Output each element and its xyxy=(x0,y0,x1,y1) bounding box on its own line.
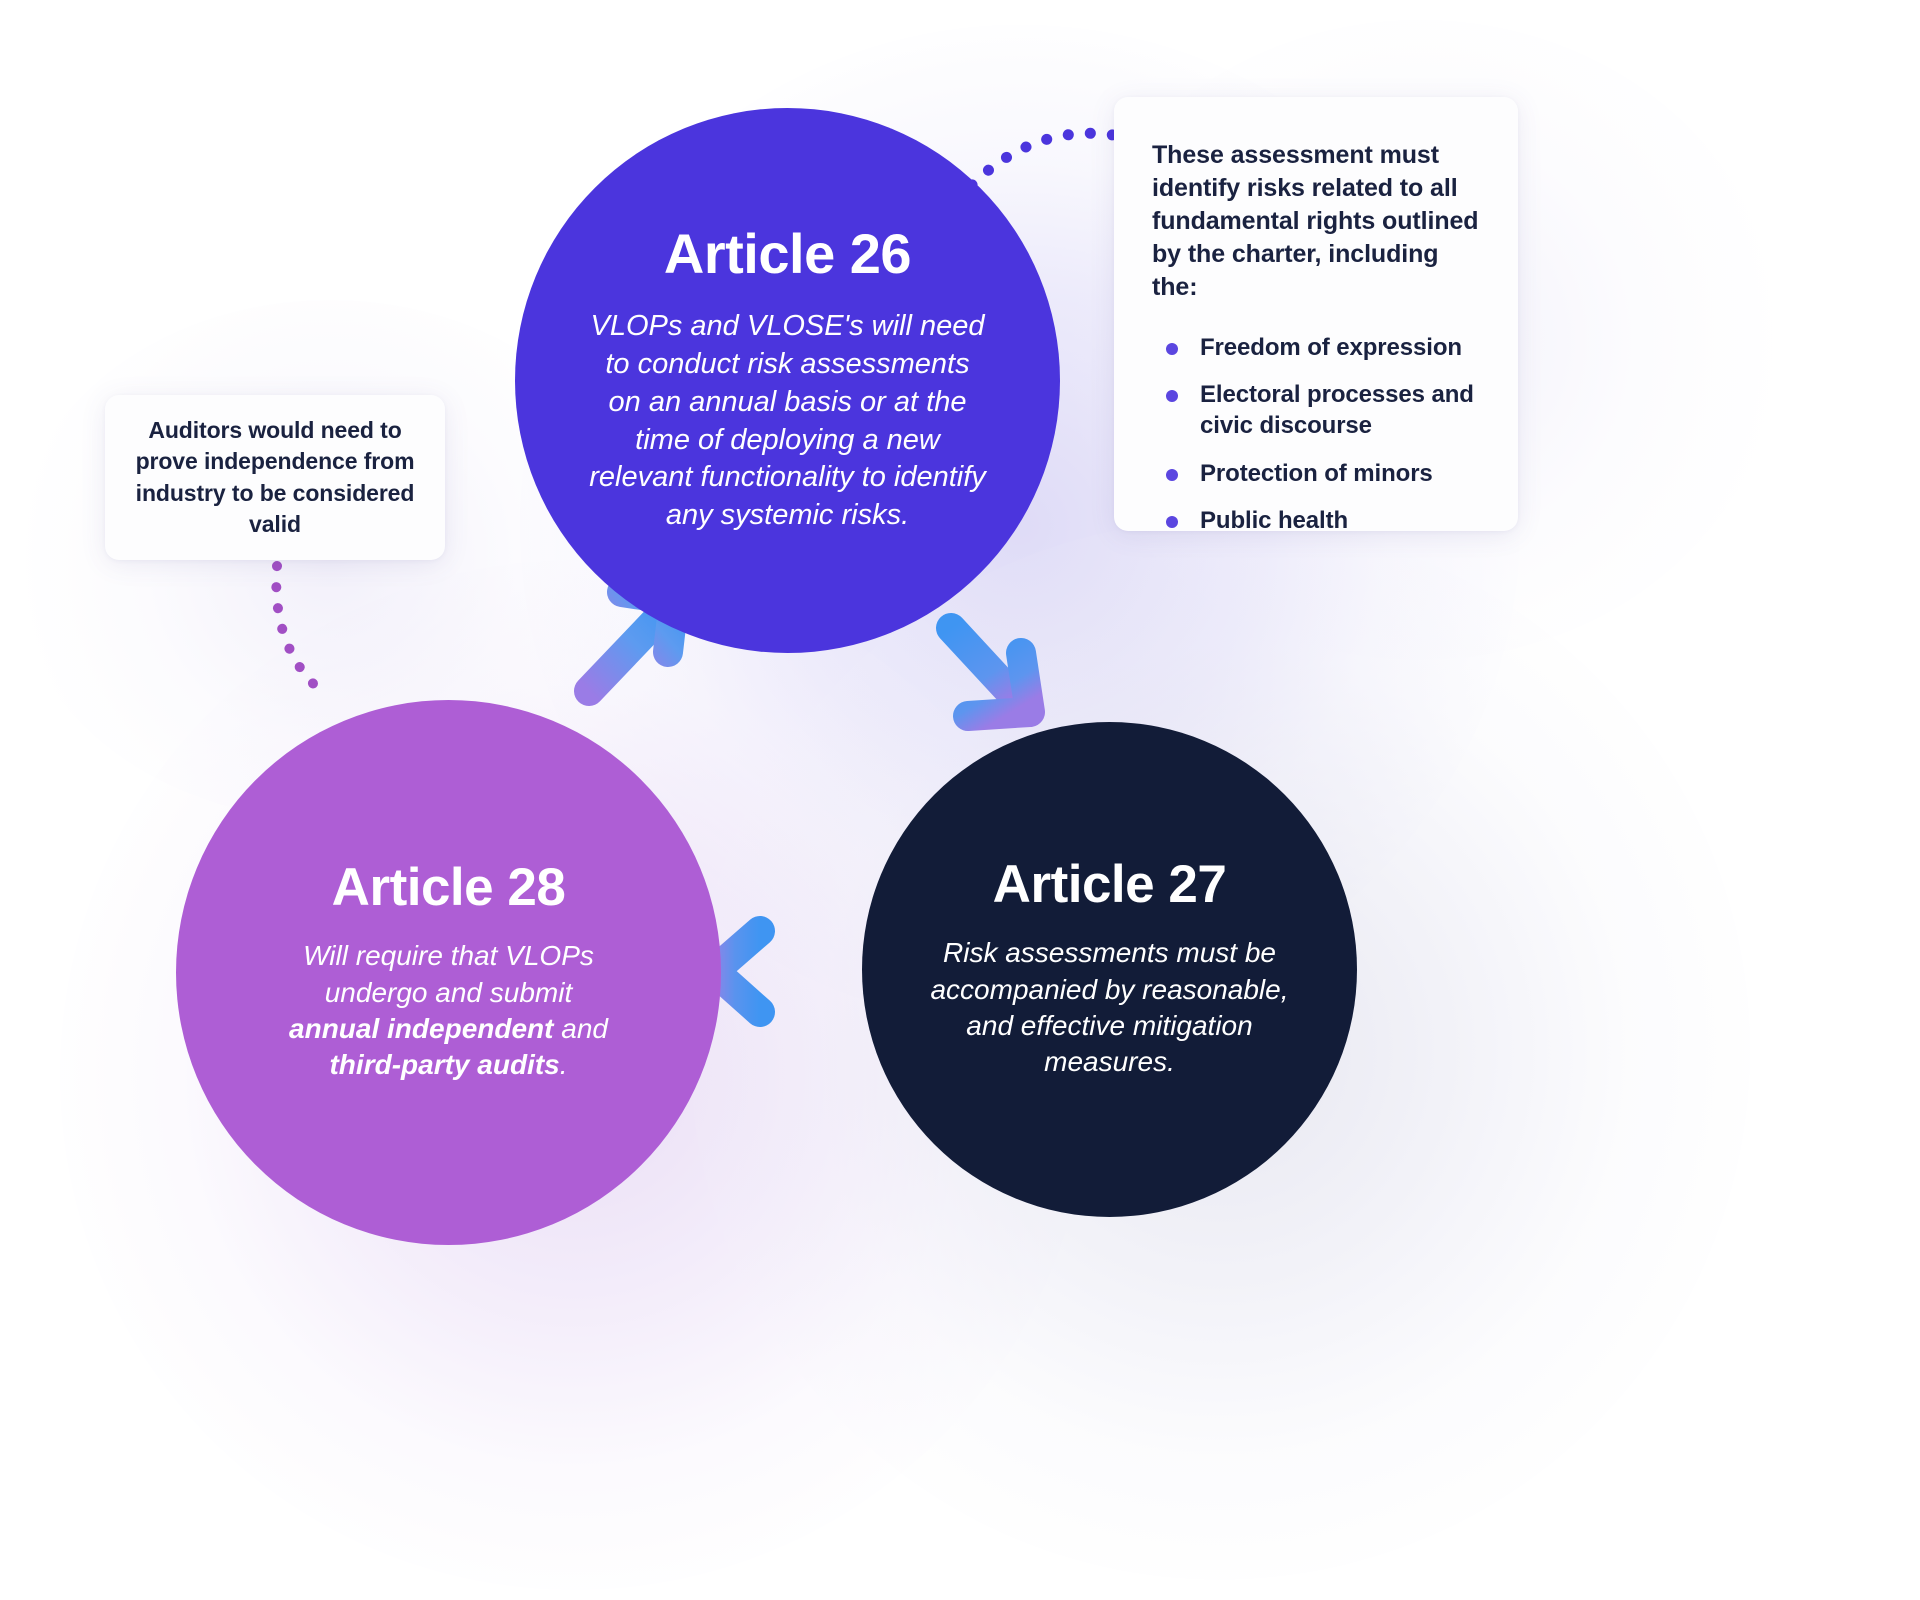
dotted-callout-left-to-28 xyxy=(271,561,327,697)
node-article-26-body: VLOPs and VLOSE's will need to conduct r… xyxy=(589,310,986,531)
bullet-dot-icon xyxy=(1166,468,1178,481)
node-article-28-body-p2: and xyxy=(553,1013,608,1044)
node-article-27-body: Risk assessments must be accompanied by … xyxy=(930,937,1289,1078)
arrow-27-to-28 xyxy=(699,916,850,1027)
node-article-28-body-p3: . xyxy=(559,1049,568,1081)
list-item-label: Electoral processes and civic discourse xyxy=(1200,381,1474,440)
list-item: Electoral processes and civic discourse xyxy=(1152,379,1484,441)
arrow-26-to-27 xyxy=(936,613,1045,731)
node-article-28-body-bold1: annual independent xyxy=(289,1013,554,1044)
node-article-28-body-bold2: third-party audits xyxy=(329,1049,560,1081)
node-article-28-title: Article 28 xyxy=(331,858,566,918)
list-item-label: Freedom of expression xyxy=(1200,334,1462,361)
node-article-26[interactable]: Article 26 VLOPs and VLOSE's will need t… xyxy=(515,108,1060,653)
dotted-26-to-callout-right xyxy=(966,127,1119,191)
list-item: Protection of minors xyxy=(1152,458,1484,489)
bullet-dot-icon xyxy=(1166,390,1178,403)
node-article-28[interactable]: Article 28 Will require that VLOPs under… xyxy=(176,700,721,1245)
callout-auditor-independence[interactable]: Auditors would need to prove independenc… xyxy=(105,395,445,560)
node-article-26-title: Article 26 xyxy=(663,222,912,286)
bullet-dot-icon xyxy=(1166,515,1178,528)
node-article-27-title: Article 27 xyxy=(992,855,1227,915)
list-item: Public health xyxy=(1152,505,1484,536)
list-item: Freedom of expression xyxy=(1152,332,1484,363)
list-item-label: Protection of minors xyxy=(1200,459,1433,487)
callout-fundamental-rights[interactable]: These assessment must identify risks rel… xyxy=(1114,97,1518,534)
node-article-28-body-p1: Will require that VLOPs undergo and subm… xyxy=(303,940,594,1008)
node-article-28-body: Will require that VLOPs undergo and subm… xyxy=(276,938,621,1084)
bullet-dot-icon xyxy=(1166,343,1178,355)
fundamental-rights-list: Freedom of expression Electoral processe… xyxy=(1152,332,1484,536)
callout-right-heading: These assessment must identify risks rel… xyxy=(1152,141,1479,301)
callout-left-heading: Auditors would need to prove independenc… xyxy=(135,417,415,537)
node-article-27[interactable]: Article 27 Risk assessments must be acco… xyxy=(862,722,1357,1217)
list-item-label: Public health xyxy=(1200,506,1349,534)
